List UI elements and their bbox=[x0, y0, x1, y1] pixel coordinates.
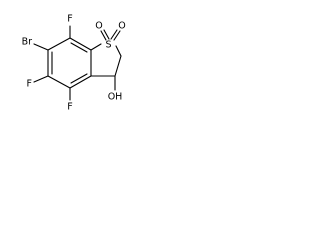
bond-s-o-right-1 bbox=[110, 29, 118, 40]
bond-s-o-left-2 bbox=[103, 29, 110, 40]
bond-c3-c4 bbox=[69, 75, 92, 89]
atom-label-o-right: O bbox=[118, 21, 125, 32]
atom-label-f-bottom: F bbox=[67, 102, 72, 113]
atom-label-br: Br bbox=[22, 37, 33, 48]
atom-label-f-top: F bbox=[67, 14, 72, 25]
double-bond-c1-c2 bbox=[70, 42, 88, 53]
atom-label-oh: OH bbox=[108, 92, 123, 103]
bond-s-o-left-1 bbox=[100, 30, 107, 41]
atom-label-o-left: O bbox=[95, 21, 102, 32]
double-bond-c3-c4 bbox=[70, 73, 88, 84]
bond-ch2-choh bbox=[114, 55, 122, 77]
bond-c1-c2 bbox=[69, 37, 92, 51]
molecule-structure: S O O F Br F F OH bbox=[22, 14, 126, 113]
atom-label-f-mid: F bbox=[27, 79, 32, 90]
bond-s-ch2 bbox=[115, 45, 122, 57]
bond-c5-f bbox=[33, 75, 49, 83]
atom-label-s: S bbox=[105, 40, 111, 51]
bond-c6-c1 bbox=[47, 37, 71, 51]
bond-c4-c5 bbox=[47, 75, 71, 89]
bond-c2-s bbox=[90, 43, 102, 51]
bond-c6-br bbox=[33, 43, 49, 51]
bond-s-o-right-2 bbox=[113, 30, 121, 41]
